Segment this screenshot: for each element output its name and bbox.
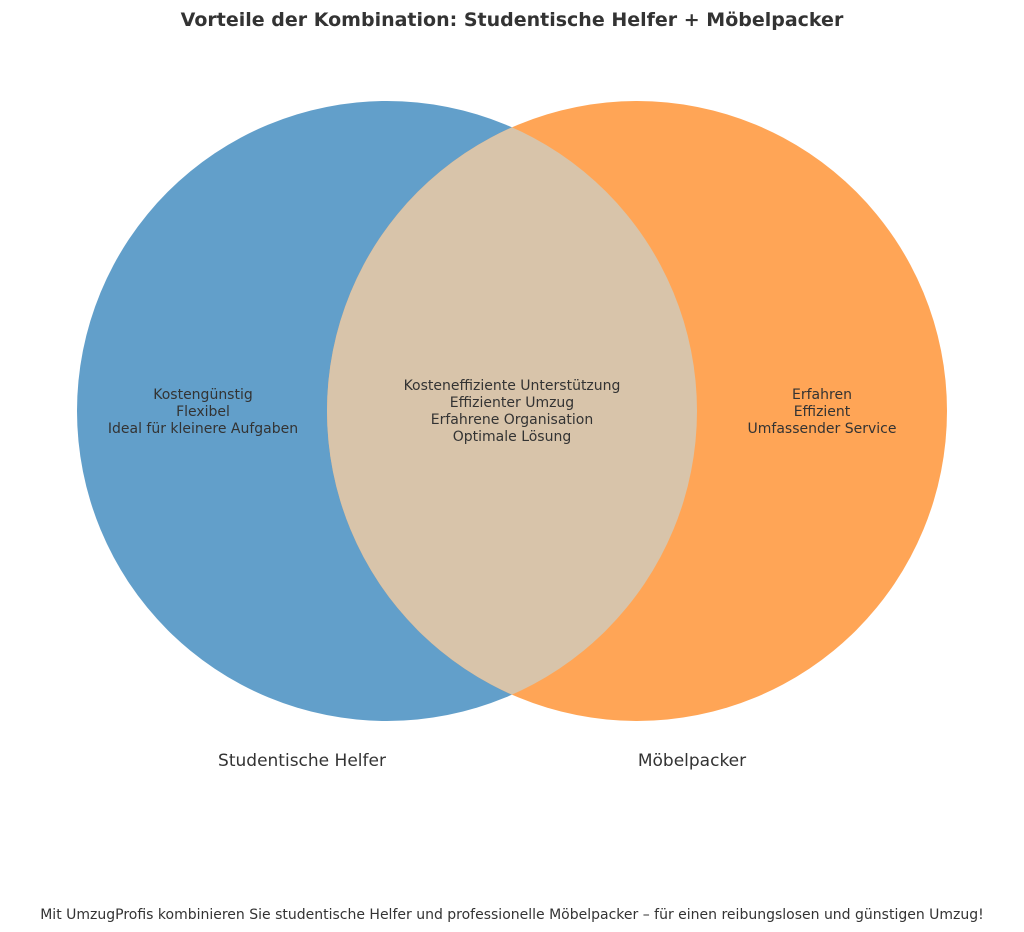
left-item: Ideal für kleinere Aufgaben xyxy=(108,421,298,437)
set-intersection xyxy=(327,101,697,721)
intersection-item: Effizienter Umzug xyxy=(450,395,574,411)
left-item: Flexibel xyxy=(176,404,230,420)
left-item: Kostengünstig xyxy=(153,387,253,403)
left-set-label: Studentische Helfer xyxy=(218,751,386,771)
right-item: Umfassender Service xyxy=(748,421,897,437)
intersection-item: Erfahrene Organisation xyxy=(431,412,593,428)
right-item: Effizient xyxy=(794,404,851,420)
intersection-item: Optimale Lösung xyxy=(453,429,572,445)
right-set-label: Möbelpacker xyxy=(638,751,746,771)
footer-text: Mit UmzugProfis kombinieren Sie studenti… xyxy=(40,907,984,923)
right-item: Erfahren xyxy=(792,387,852,403)
diagram-title: Vorteile der Kombination: Studentische H… xyxy=(181,9,844,31)
intersection-item: Kosteneffiziente Unterstützung xyxy=(404,378,621,394)
